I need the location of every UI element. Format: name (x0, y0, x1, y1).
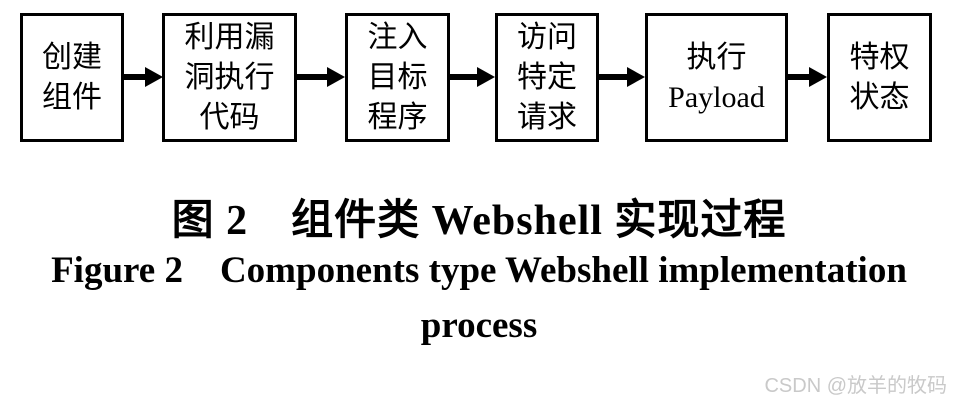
figure-caption-en-line1: Figure 2 Components type Webshell implem… (51, 250, 907, 291)
arrow-right-icon (809, 67, 827, 87)
step-label-line: 状态 (849, 80, 910, 114)
step-label-line: 注入 (367, 20, 428, 54)
arrow-right-icon (627, 67, 645, 87)
figure-caption-en-line2: process (420, 305, 538, 346)
step-label-line: 创建 (42, 40, 102, 74)
flow-arrow-line (297, 74, 328, 80)
step-label-line: 请求 (517, 100, 577, 134)
step-label-line: Payload (668, 80, 765, 114)
step-label-line: 组件 (42, 80, 102, 114)
step-label-line: 洞执行 (184, 60, 275, 94)
watermark: CSDN @放羊的牧码 (764, 375, 947, 397)
step-label-line: 程序 (367, 100, 428, 134)
figure-caption-zh: 图 2 组件类 Webshell 实现过程 (171, 198, 787, 244)
flow-step-create-component: 创建 组件 (20, 13, 124, 142)
flow-step-execute-payload: 执行 Payload (645, 13, 788, 142)
flow-arrow-line (788, 74, 810, 80)
flow-step-inject-target-program: 注入 目标 程序 (345, 13, 450, 142)
figure-caption-en: Figure 2 Components type Webshell implem… (0, 243, 958, 353)
arrow-right-icon (327, 67, 345, 87)
step-label-line: 代码 (199, 100, 260, 134)
step-label-line: 执行 (686, 40, 747, 74)
flow-arrow-line (599, 74, 628, 80)
step-label-line: 特定 (517, 60, 577, 94)
step-label-line: 利用漏 (184, 20, 275, 54)
arrow-right-icon (145, 67, 163, 87)
step-label-line: 目标 (367, 60, 428, 94)
arrow-right-icon (477, 67, 495, 87)
flow-step-exploit-execute-code: 利用漏 洞执行 代码 (162, 13, 297, 142)
flow-step-access-specific-request: 访问 特定 请求 (495, 13, 599, 142)
flow-step-privileged-state: 特权 状态 (827, 13, 932, 142)
step-label-line: 访问 (517, 20, 577, 54)
flow-arrow-line (124, 74, 146, 80)
flow-arrow-line (450, 74, 478, 80)
step-label-line: 特权 (849, 40, 910, 74)
